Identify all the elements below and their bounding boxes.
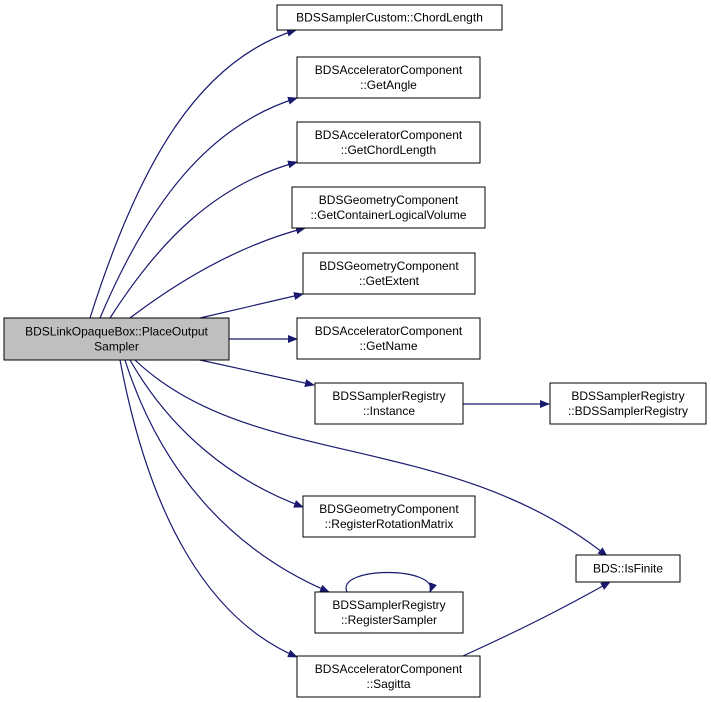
node-get-chord-length[interactable]: BDSAcceleratorComponent::GetChordLength [296,121,481,164]
node-label: BDSGeometryComponent [319,193,459,207]
node-label: ::GetContainerLogicalVolume [310,208,466,222]
node-register-rotation-matrix[interactable]: BDSGeometryComponent::RegisterRotationMa… [302,495,476,538]
node-label: Sampler [94,340,139,354]
node-chord-length[interactable]: BDSSamplerCustom::ChordLength [276,4,503,31]
node-box [549,382,707,425]
node-label: BDSSamplerRegistry [332,389,445,403]
node-sampler-registry-ctor[interactable]: BDSSamplerRegistry::BDSSamplerRegistry [549,382,707,425]
node-box [296,317,481,360]
edge-to-register-rotation-matrix [129,359,304,508]
edge-to-get-angle [99,96,298,319]
node-label: ::Sagitta [366,677,410,691]
node-label: BDSAcceleratorComponent [315,63,463,77]
node-get-extent[interactable]: BDSGeometryComponent::GetExtent [302,252,476,295]
node-box [302,495,476,538]
node-label: ::BDSSamplerRegistry [568,404,688,418]
node-get-name[interactable]: BDSAcceleratorComponent::GetName [296,317,481,360]
node-box [296,655,481,698]
edge-to-instance [199,359,315,387]
node-label: ::RegisterRotationMatrix [325,517,454,531]
edge-register-sampler-self-loop [345,572,437,593]
node-box [314,591,464,634]
edge-to-sagitta [119,359,298,658]
node-box [302,252,476,295]
node-box [276,4,503,31]
edge-to-get-container-logical-volume [129,226,306,319]
node-box [296,121,481,164]
node-label: BDSGeometryComponent [319,259,459,273]
edge-to-is-finite-root [134,359,608,557]
node-sagitta[interactable]: BDSAcceleratorComponent::Sagitta [296,655,481,698]
node-label: ::GetExtent [359,274,420,288]
node-label: BDSAcceleratorComponent [315,324,463,338]
node-label: BDSSamplerRegistry [332,598,445,612]
node-label: BDSSamplerCustom::ChordLength [296,11,483,25]
node-box [314,382,464,425]
node-instance[interactable]: BDSSamplerRegistry::Instance [314,382,464,425]
node-box [291,186,486,229]
node-box [296,56,481,99]
node-label: BDSGeometryComponent [319,502,459,516]
node-label: ::GetAngle [360,78,417,92]
node-get-angle[interactable]: BDSAcceleratorComponent::GetAngle [296,56,481,99]
node-label: ::GetChordLength [341,143,436,157]
node-label: BDSLinkOpaqueBox::PlaceOutput [25,325,208,339]
node-label: BDSAcceleratorComponent [315,128,463,142]
node-label: BDSSamplerRegistry [571,389,684,403]
node-is-finite[interactable]: BDS::IsFinite [575,554,681,583]
node-label: ::RegisterSampler [341,613,437,627]
edge-sagitta-to-is-finite [462,581,611,657]
edge-to-get-chord-length [109,160,298,319]
node-label: BDSAcceleratorComponent [315,662,463,676]
edge-to-register-sampler [124,359,330,593]
node-label: BDS::IsFinite [593,562,663,576]
node-box [3,317,230,361]
node-register-sampler[interactable]: BDSSamplerRegistry::RegisterSampler [314,591,464,634]
node-box [575,554,681,583]
edge-to-chord-length [89,28,297,319]
node-get-container-logical-volume[interactable]: BDSGeometryComponent::GetContainerLogica… [291,186,486,229]
node-label: ::Instance [363,404,415,418]
node-label: ::GetName [359,339,417,353]
edge-to-get-extent [199,292,304,319]
